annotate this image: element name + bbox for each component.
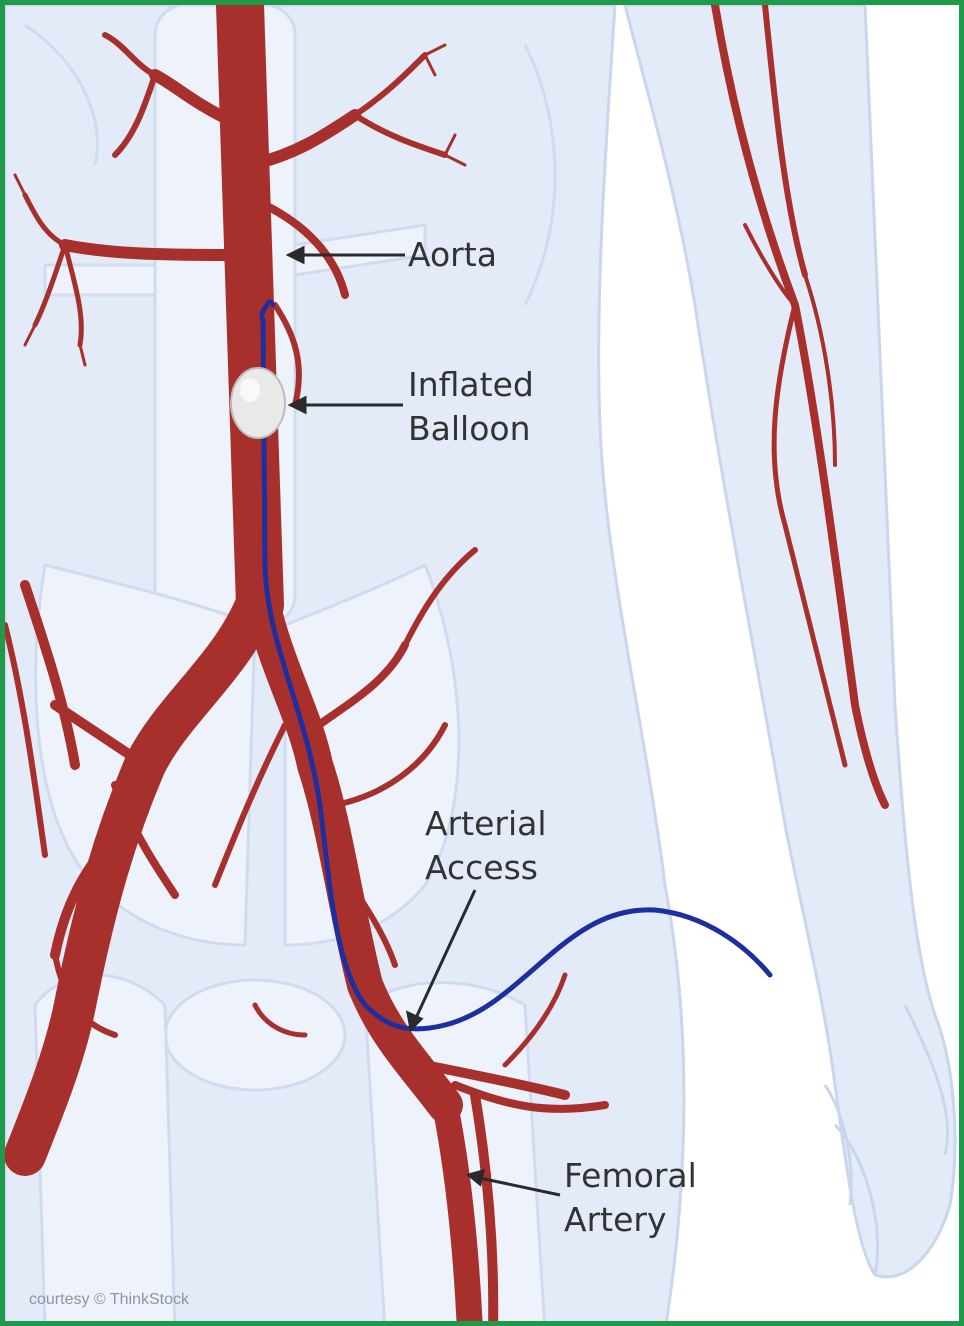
inflated-balloon-label-line1: Inflated [408, 363, 534, 407]
aorta-label: Aorta [408, 233, 497, 277]
femoral-artery-label-line2: Artery [564, 1198, 666, 1242]
arterial-access-label-line2: Access [425, 846, 538, 890]
inflated-balloon-shape [231, 368, 285, 438]
inflated-balloon-label-line2: Balloon [408, 407, 531, 451]
femoral-artery-label-line1: Femoral [564, 1154, 697, 1198]
anatomy-illustration [5, 5, 964, 1326]
arterial-access-label-line1: Arterial [425, 802, 547, 846]
image-credit: courtesy © ThinkStock [29, 1291, 189, 1309]
